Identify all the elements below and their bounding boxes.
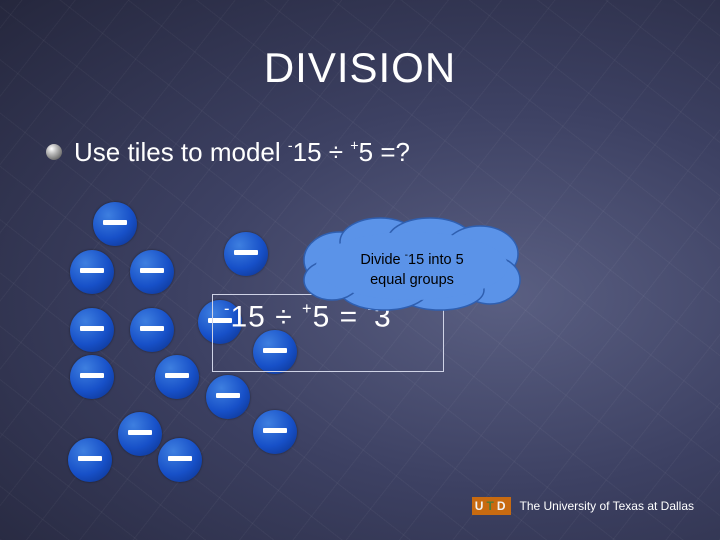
minus-sign-icon xyxy=(168,456,192,461)
negative-tile xyxy=(130,250,174,294)
bullet-sign-1: - xyxy=(287,137,293,154)
minus-sign-icon xyxy=(208,318,232,323)
minus-sign-icon xyxy=(80,326,104,331)
negative-tile xyxy=(70,250,114,294)
callout-cloud: Divide -15 into 5 equal groups xyxy=(300,216,524,312)
bullet-text: Use tiles to model -15 ÷ +5 =? xyxy=(74,137,410,168)
footer: U T D The University of Texas at Dallas xyxy=(471,497,694,515)
equation-sign-2: + xyxy=(302,300,313,318)
minus-sign-icon xyxy=(234,250,258,255)
negative-tile xyxy=(198,300,242,344)
cloud-shape xyxy=(303,217,521,311)
minus-sign-icon xyxy=(80,373,104,378)
minus-sign-icon xyxy=(78,456,102,461)
equation-text: -15 ÷ +5 = -3 xyxy=(224,300,392,334)
equation-dividend: 15 ÷ xyxy=(230,300,303,334)
bullet-dividend: 15 ÷ xyxy=(292,136,351,167)
logo-letter-t: T xyxy=(486,499,497,513)
callout-rest: 15 into 5 xyxy=(408,252,464,269)
callout-line-1: Divide -15 into 5 xyxy=(326,246,498,270)
minus-sign-icon xyxy=(165,373,189,378)
bullet-prefix: Use tiles to model xyxy=(74,136,288,167)
logo-letter-d: D xyxy=(496,499,509,513)
minus-sign-icon xyxy=(80,268,104,273)
minus-sign-icon xyxy=(128,430,152,435)
institution-name: The University of Texas at Dallas xyxy=(519,499,694,513)
negative-tile xyxy=(253,330,297,374)
negative-tile xyxy=(118,412,162,456)
minus-sign-icon xyxy=(103,220,127,225)
negative-tile xyxy=(206,375,250,419)
negative-tile xyxy=(155,355,199,399)
negative-tile xyxy=(130,308,174,352)
callout-text: Divide -15 into 5 equal groups xyxy=(326,246,498,290)
minus-sign-icon xyxy=(140,268,164,273)
minus-sign-icon xyxy=(263,348,287,353)
minus-sign-icon xyxy=(263,428,287,433)
negative-tile xyxy=(70,355,114,399)
bullet-point: Use tiles to model -15 ÷ +5 =? xyxy=(46,132,410,172)
slide-title: DIVISION xyxy=(263,44,457,91)
negative-tile xyxy=(68,438,112,482)
bullet-sign-2: + xyxy=(350,137,359,154)
negative-tile xyxy=(158,438,202,482)
minus-sign-icon xyxy=(140,326,164,331)
callout-sign: - xyxy=(404,250,409,261)
utd-logo: U T D xyxy=(471,497,512,515)
bullet-divisor: 5 =? xyxy=(358,136,410,167)
negative-tile xyxy=(70,308,114,352)
bullet-icon xyxy=(46,144,62,160)
negative-tile xyxy=(93,202,137,246)
minus-sign-icon xyxy=(216,393,240,398)
negative-tile xyxy=(224,232,268,276)
equation-divisor: 5 = xyxy=(312,300,368,334)
callout-line-2: equal groups xyxy=(370,272,454,289)
negative-tile xyxy=(253,410,297,454)
equation-sign-1: - xyxy=(224,300,231,318)
logo-letter-u: U xyxy=(474,499,487,513)
callout-prefix: Divide xyxy=(360,252,405,269)
